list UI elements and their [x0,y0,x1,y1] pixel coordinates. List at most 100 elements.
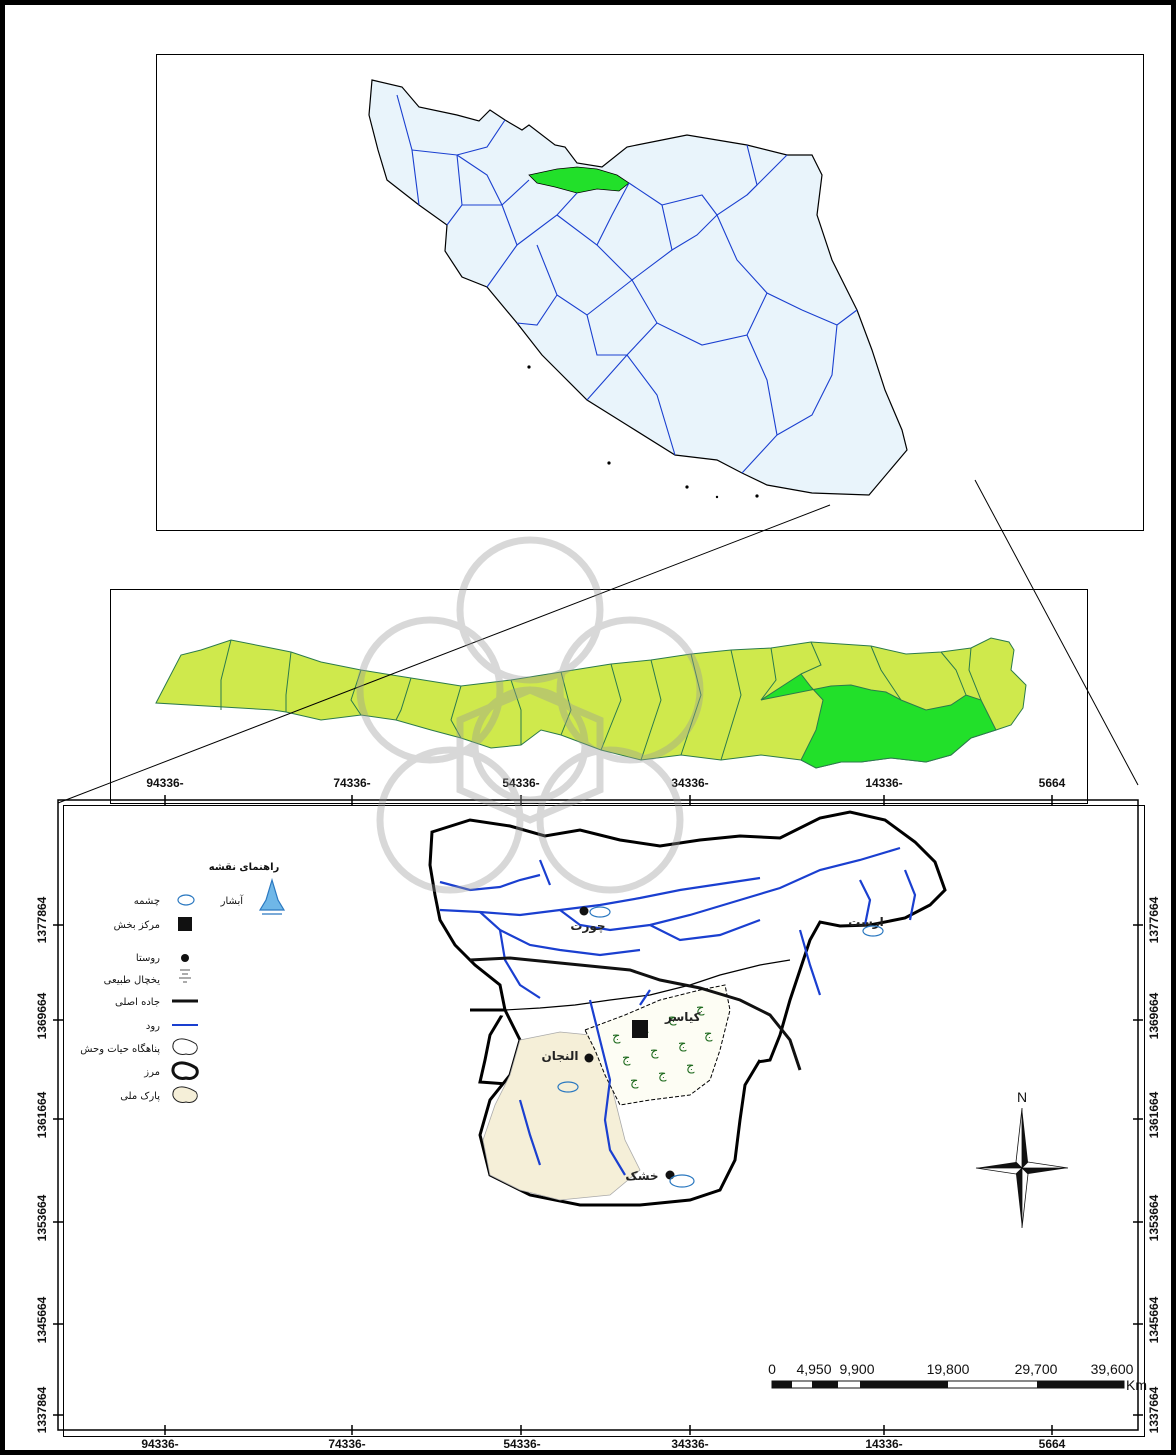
district-center-icon [178,917,192,931]
legend-label: یخچال طبیعی [104,975,161,986]
svg-text:ج: ج [704,1027,713,1042]
main-road [469,956,802,1071]
legend-item-river: رود [146,1021,198,1032]
legend-item-border: مرز [143,1061,199,1080]
rivers [439,846,917,1176]
svg-text:ج: ج [696,1001,705,1016]
bottom-tick-label: 5664 [1039,1437,1066,1451]
bottom-tick-label: 14336- [865,1437,902,1451]
inset-connector-lines [57,479,1139,804]
svg-text:ج: ج [686,1059,695,1074]
legend-item-main-road: جاده اصلی [115,997,198,1008]
svg-text:ج: ج [612,1029,621,1044]
scale-bar: 0 4,950 9,900 19,800 29,700 39,600 Km [768,1361,1147,1393]
glacier-icon [179,969,191,983]
iran-islands [527,365,759,499]
iran-provinces [368,79,908,499]
place-label: خشک [625,1169,658,1183]
legend-item-glacier: یخچال طبیعی [104,969,191,986]
svg-text:ج: ج [658,1067,667,1082]
right-tick-label: 1377664 [1147,896,1161,943]
top-coordinate-labels: 94336- 74336- 54336- 34336- 14336- 5664 [146,776,1065,790]
bottom-tick-label: 54336- [503,1437,540,1451]
watermark-logo-icon [356,536,704,894]
legend-label: جاده اصلی [115,997,160,1008]
legend-item-waterfall: آبشار [220,877,286,915]
svg-text:ج: ج [678,1037,687,1052]
legend-label: مرکز بخش [114,920,160,931]
scale-label: 0 [768,1361,776,1377]
national-park-icon [172,1086,198,1103]
legend-label: چشمه [134,896,160,907]
province-map [155,637,1027,769]
village-marker [665,1170,675,1180]
legend-label: پارک ملی [120,1091,160,1102]
top-tick-label: 14336- [865,776,902,790]
place-labels: چورت ارست کیاسر النجان خشک [542,906,884,1188]
place-label: کیاسر [664,1010,701,1024]
top-tick-label: 5664 [1039,776,1066,790]
north-arrow: N [975,1089,1069,1229]
village-icon [181,954,189,962]
legend-item-wildlife-refuge: پناهگاه حیات وحش [80,1038,198,1055]
legend-label: رود [146,1021,160,1032]
svg-text:ج: ج [622,1051,631,1066]
county-boundaries [220,639,982,761]
study-map-frame [57,799,1139,1431]
left-tick-label: 1369664 [35,992,49,1039]
legend-item-village: روستا [136,953,189,964]
legend-label: پناهگاه حیات وحش [80,1043,160,1055]
left-tick-label: 1353664 [35,1194,49,1241]
left-tick-label: 1361664 [35,1091,49,1138]
wildlife-refuge-area [584,984,731,1106]
village-marker [584,1053,594,1063]
right-coordinate-labels: 1337664 1345664 1353664 1361664 1369664 … [1147,896,1161,1433]
legend-item-national-park: پارک ملی [120,1086,198,1103]
frame-tick-marks [53,795,1143,1435]
svg-text:ج: ج [650,1044,659,1059]
bottom-tick-label: 34336- [671,1437,708,1451]
scale-label: 19,800 [927,1361,970,1377]
left-tick-label: 1377864 [35,896,49,943]
svg-text:ج: ج [668,1011,677,1026]
scale-label: 39,600 [1091,1361,1134,1377]
right-tick-label: 1361664 [1147,1091,1161,1138]
village-marker [579,906,589,916]
scale-label: 4,950 [796,1361,831,1377]
legend-label: مرز [143,1067,160,1078]
svg-text:ج: ج [630,1074,639,1089]
right-tick-label: 1345664 [1147,1296,1161,1343]
province-boundaries [396,94,858,474]
left-tick-label: 1337864 [35,1386,49,1433]
north-label: N [1017,1089,1027,1105]
bottom-tick-label: 94336- [141,1437,178,1451]
spring-icon [557,906,884,1188]
right-tick-label: 1337664 [1147,1386,1161,1433]
wildlife-refuge-icon [172,1038,198,1055]
top-tick-label: 34336- [671,776,708,790]
left-tick-label: 1345664 [35,1296,49,1343]
scale-label: 29,700 [1015,1361,1058,1377]
study-area-internal-boundary [504,959,791,1011]
legend-label: روستا [136,953,160,964]
compass-rose-icon [1022,1108,1028,1168]
district-center-marker [632,1020,648,1038]
iran-overview-panel [156,54,1144,531]
iran-map [368,79,908,499]
scale-label: 9,900 [839,1361,874,1377]
scale-unit: Km [1126,1377,1147,1393]
left-coordinate-labels: 1337864 1345664 1353664 1361664 1369664 … [35,896,49,1433]
spring-icon [177,894,195,906]
legend-title: راهنمای نقشه [209,862,280,873]
caspian-highlight [528,166,630,194]
legend: راهنمای نقشه چشمه آبشار مرکز بخش روستا [80,862,286,1103]
top-tick-label: 74336- [333,776,370,790]
legend-label: آبشار [220,894,245,907]
bottom-coordinate-labels: 94336- 74336- 54336- 34336- 14336- 5664 [141,1437,1065,1451]
top-tick-label: 54336- [502,776,539,790]
place-label: چورت [570,919,605,934]
legend-item-district-center: مرکز بخش [114,917,192,931]
legend-item-spring: چشمه [134,894,195,907]
